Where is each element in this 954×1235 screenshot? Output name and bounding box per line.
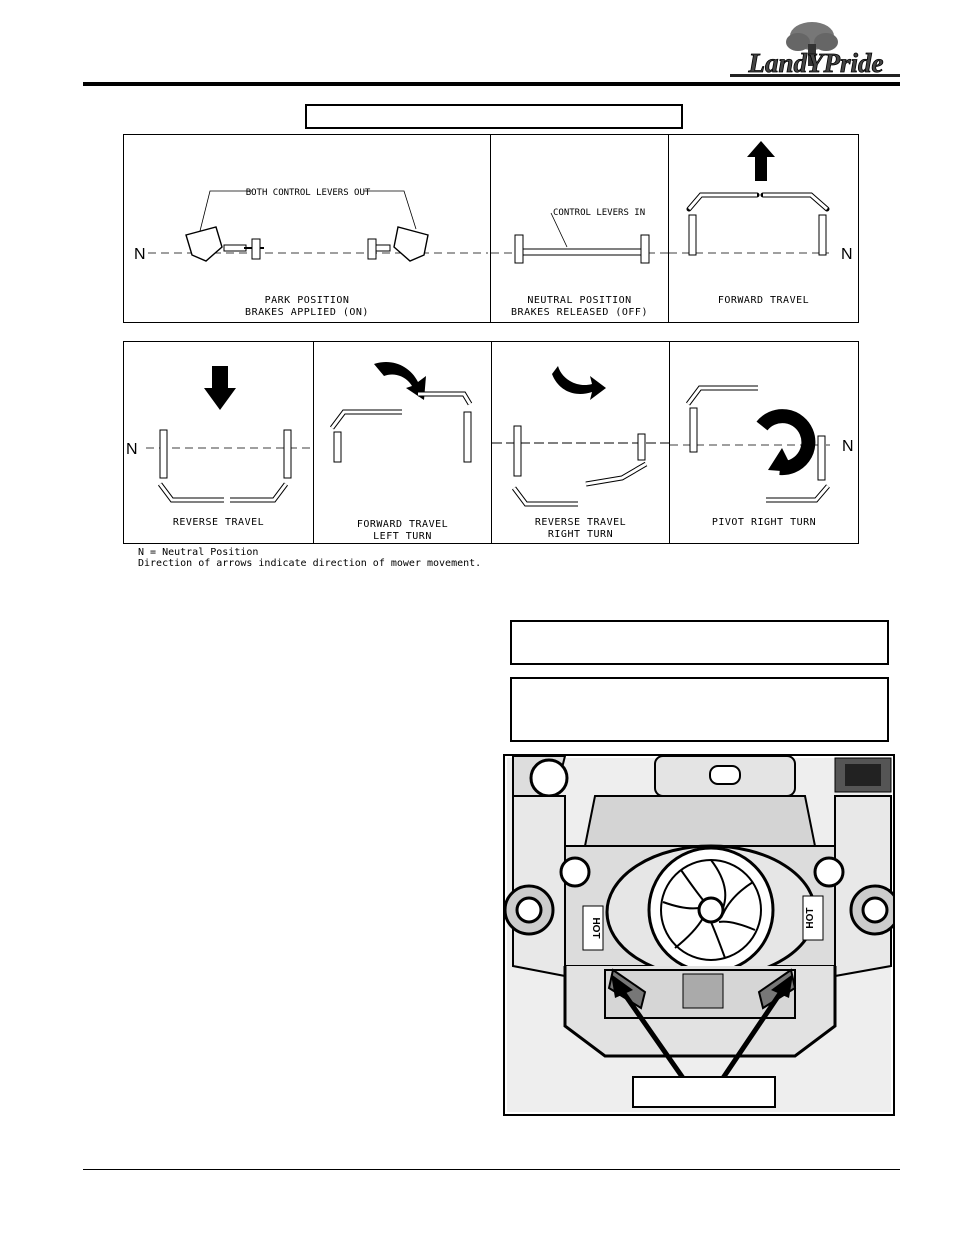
control-panel-reverse: N REVERSE TRAVEL — [123, 341, 314, 544]
caption-line: PIVOT RIGHT TURN — [711, 517, 817, 528]
hot-label-left: HOT — [590, 917, 601, 938]
svg-text:CONTROL LEVERS IN: CONTROL LEVERS IN — [553, 208, 645, 218]
caption-reverse: REVERSE TRAVEL — [124, 517, 313, 529]
arrow-pivot-icon — [756, 409, 816, 476]
caption-pivot-right: PIVOT RIGHT TURN — [670, 517, 858, 529]
svg-text:N: N — [126, 441, 138, 458]
caption-line: LEFT TURN — [373, 531, 432, 542]
control-panel-forward-left: FORWARD TRAVEL LEFT TURN — [313, 341, 492, 544]
caption-line: FORWARD TRAVEL — [356, 519, 449, 530]
arrow-right-turn-icon — [552, 366, 606, 400]
caption-line: PARK POSITION — [264, 295, 350, 306]
photo-label-box — [632, 1076, 776, 1108]
caption-line: BRAKES APPLIED (ON) — [245, 307, 369, 318]
control-panel-park: N BOTH CONTROL LEVERS OUT PARK POSITION … — [123, 134, 491, 323]
footer-rule — [83, 1169, 900, 1170]
legend-arrows: Direction of arrows indicate direction o… — [138, 558, 482, 569]
caption-line: REVERSE TRAVEL — [534, 517, 627, 528]
header-rule — [83, 82, 900, 86]
svg-text:N: N — [842, 438, 854, 455]
svg-text:N: N — [841, 246, 853, 263]
caption-line: REVERSE TRAVEL — [172, 517, 265, 528]
arrow-up-icon — [747, 141, 775, 181]
callout-both-levers: BOTH CONTROL LEVERS OUT — [246, 188, 371, 198]
svg-text:LandYPride: LandYPride — [748, 48, 884, 78]
caption-line: BRAKES RELEASED (OFF) — [511, 307, 648, 318]
arrow-left-turn-icon — [374, 362, 426, 400]
caption-line: FORWARD TRAVEL — [717, 295, 810, 306]
legend-neutral: N = Neutral Position — [138, 547, 259, 558]
arrow-down-icon — [204, 366, 236, 410]
caption-line: RIGHT TURN — [547, 529, 614, 540]
reverse-right-turn-drawing — [492, 366, 669, 507]
forward-travel-drawing: N — [669, 141, 853, 263]
caption-park: PARK POSITION BRAKES APPLIED (ON) — [124, 295, 490, 319]
caption-forward: FORWARD TRAVEL — [669, 295, 858, 307]
caption-reverse-right: REVERSE TRAVEL RIGHT TURN — [492, 517, 669, 541]
control-panel-pivot-right: N PIVOT RIGHT TURN — [669, 341, 859, 544]
hot-label-right: HOT — [805, 907, 816, 928]
diagram-legend: N = Neutral Position Direction of arrows… — [138, 547, 481, 569]
figure-title-box — [305, 104, 683, 129]
caption-neutral: NEUTRAL POSITION BRAKES RELEASED (OFF) — [491, 295, 668, 319]
empty-text-box-1 — [510, 620, 889, 665]
forward-left-turn-drawing — [330, 362, 473, 463]
control-panel-neutral: CONTROL LEVERS IN NEUTRAL POSITION BRAKE… — [490, 134, 669, 323]
park-position-drawing: N BOTH CONTROL LEVERS OUT — [134, 188, 488, 263]
neutral-position-drawing: CONTROL LEVERS IN — [491, 208, 668, 264]
control-panel-reverse-right: REVERSE TRAVEL RIGHT TURN — [491, 341, 670, 544]
caption-line: NEUTRAL POSITION — [527, 295, 632, 306]
caption-forward-left: FORWARD TRAVEL LEFT TURN — [314, 519, 491, 543]
mower-photo: HOT HOT — [503, 754, 895, 1116]
empty-text-box-2 — [510, 677, 889, 742]
landpride-logo: LandYPride — [724, 18, 904, 82]
reverse-travel-drawing: N — [126, 366, 313, 503]
control-panel-forward: N FORWARD TRAVEL — [668, 134, 859, 323]
pivot-right-turn-drawing: N — [670, 385, 854, 503]
svg-text:N: N — [134, 246, 146, 263]
